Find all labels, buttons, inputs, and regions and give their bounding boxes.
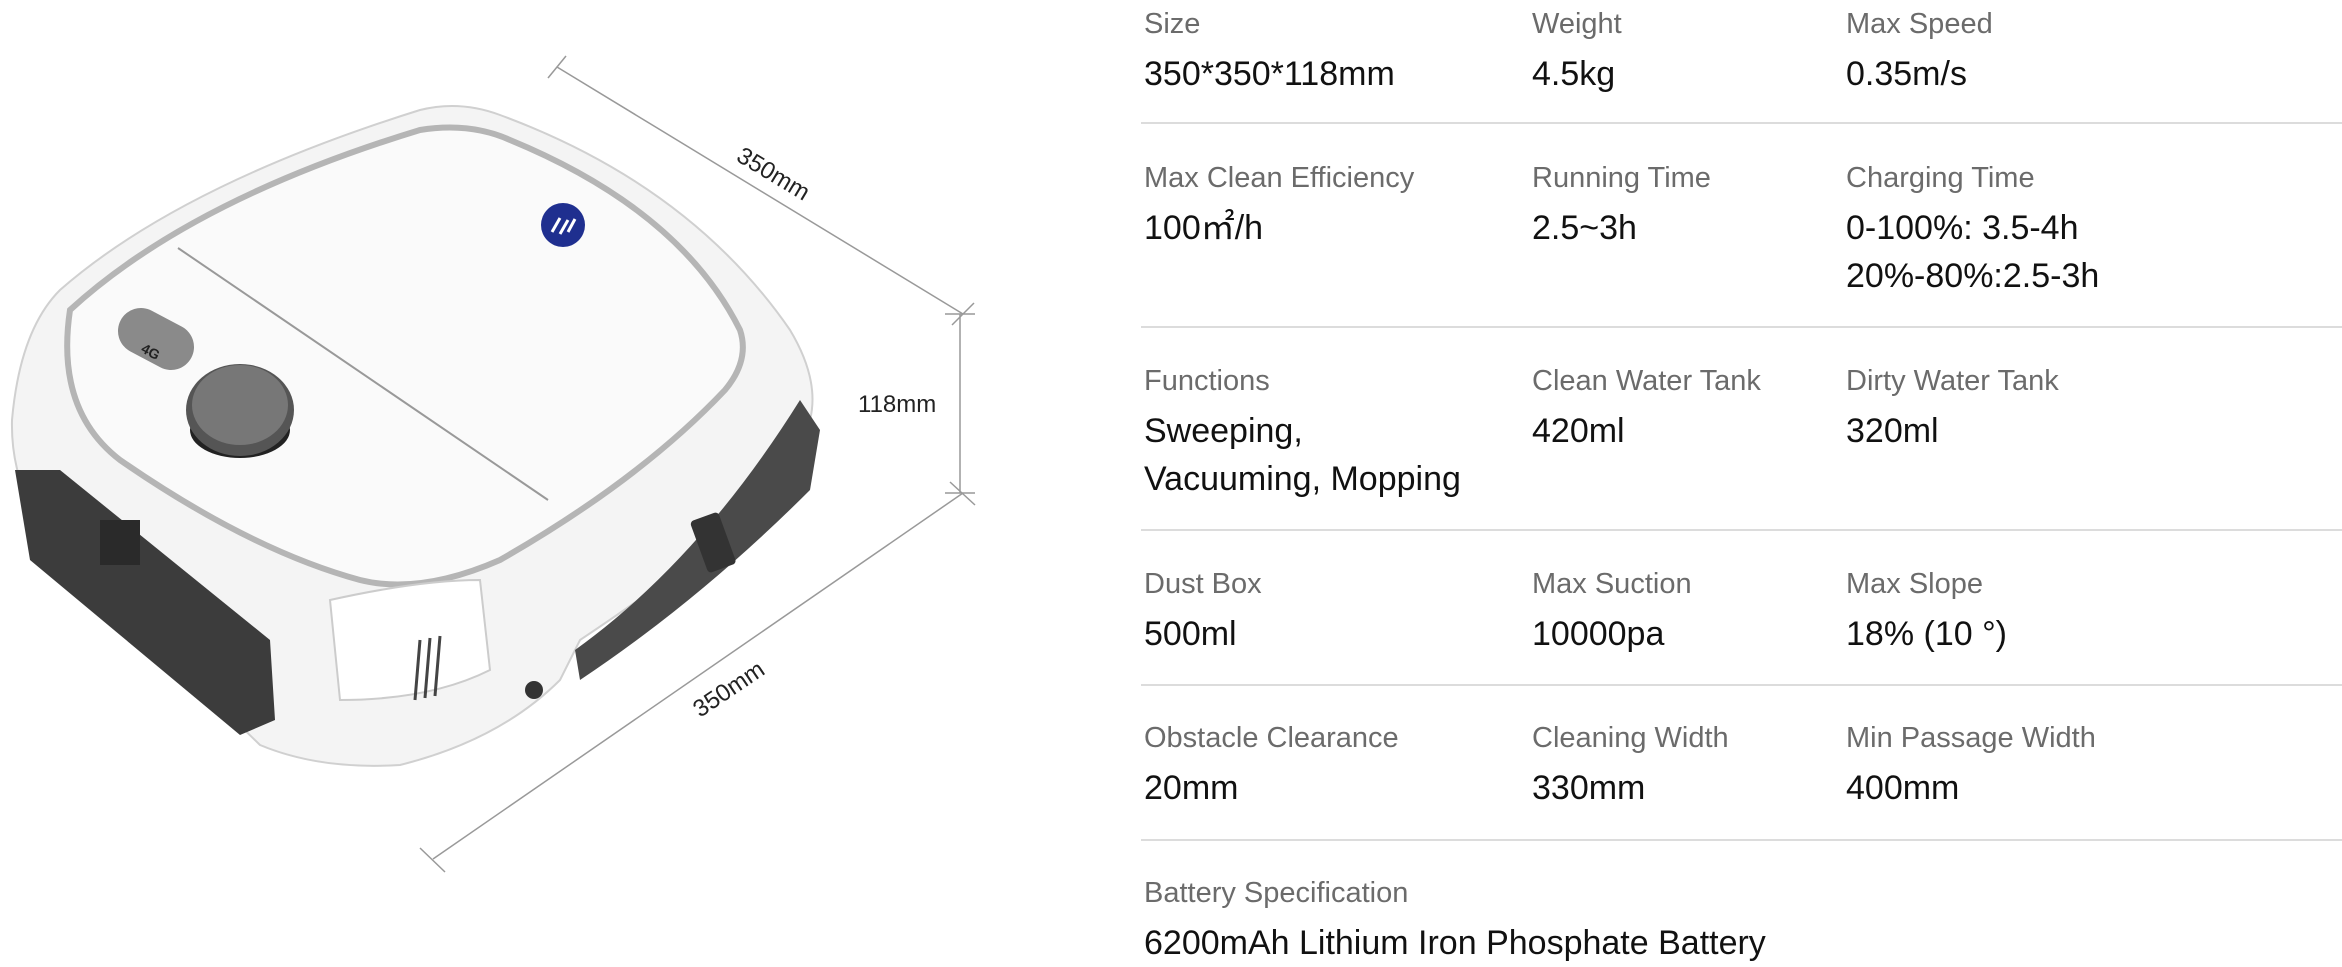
spec-clean-water-tank: Clean Water Tank 420ml	[1532, 363, 1761, 455]
spec-label: Max Clean Efficiency	[1144, 162, 1415, 194]
spec-weight: Weight 4.5kg	[1532, 6, 1622, 98]
dimension-length-label: 350mm	[732, 142, 815, 206]
spec-max-suction: Max Suction 10000pa	[1532, 566, 1692, 658]
spec-label: Cleaning Width	[1532, 722, 1729, 754]
spec-value-line2: Vacuuming, Mopping	[1144, 460, 1461, 498]
dimension-lines	[419, 55, 976, 873]
spec-value: 6200mAh Lithium Iron Phosphate Battery	[1144, 924, 1766, 962]
spec-label: Dirty Water Tank	[1846, 365, 2059, 397]
spec-label: Weight	[1532, 8, 1622, 40]
spec-value: Sweeping,	[1144, 412, 1303, 450]
spec-label: Max Speed	[1846, 8, 1993, 40]
spec-dirty-water-tank: Dirty Water Tank 320ml	[1846, 363, 2059, 455]
spec-value: 18% (10 °)	[1846, 615, 2008, 653]
robot-body	[10, 105, 820, 767]
spec-max-clean-efficiency: Max Clean Efficiency 100㎡/h	[1144, 160, 1414, 252]
divider	[1141, 122, 2342, 124]
spec-battery: Battery Specification 6200mAh Lithium Iro…	[1144, 875, 1766, 967]
spec-obstacle-clearance: Obstacle Clearance 20mm	[1144, 720, 1399, 812]
divider	[1141, 839, 2342, 841]
spec-charging-time: Charging Time 0-100%: 3.5-4h 20%-80%:2.5-3…	[1846, 160, 2099, 300]
spec-max-speed: Max Speed 0.35m/s	[1846, 6, 1993, 98]
spec-label: Obstacle Clearance	[1144, 722, 1399, 754]
spec-value: 0-100%: 3.5-4h	[1846, 209, 2079, 247]
spec-label: Running Time	[1532, 162, 1711, 194]
spec-label: Size	[1144, 8, 1201, 40]
spec-label: Max Slope	[1846, 568, 1984, 600]
dimension-width-label: 350mm	[688, 656, 769, 723]
spec-value: 20mm	[1144, 769, 1239, 807]
spec-label: Functions	[1144, 365, 1270, 397]
spec-dust-box: Dust Box 500ml	[1144, 566, 1262, 658]
spec-value: 500ml	[1144, 615, 1237, 653]
divider	[1141, 529, 2342, 531]
control-panel: 4G	[117, 308, 195, 370]
spec-label: Max Suction	[1532, 568, 1692, 600]
divider	[1141, 684, 2342, 686]
robot-illustration: 350mm 118mm 350mm 4G	[10, 55, 976, 873]
spec-running-time: Running Time 2.5~3h	[1532, 160, 1711, 252]
spec-label: Battery Specification	[1144, 877, 1409, 909]
spec-value: 330mm	[1532, 769, 1646, 807]
spec-value: 400mm	[1846, 769, 1960, 807]
spec-value: 420ml	[1532, 412, 1625, 450]
spec-value: 100㎡/h	[1144, 209, 1264, 247]
logo-icon	[541, 203, 585, 247]
spec-min-passage-width: Min Passage Width 400mm	[1846, 720, 2096, 812]
spec-value: 320ml	[1846, 412, 1939, 450]
spec-label: Dust Box	[1144, 568, 1262, 600]
spec-value: 2.5~3h	[1532, 209, 1637, 247]
dimension-height-label: 118mm	[858, 391, 936, 418]
spec-max-slope: Max Slope 18% (10 °)	[1846, 566, 2007, 658]
panel-4g-label: 4G	[139, 340, 163, 363]
spec-label: Clean Water Tank	[1532, 365, 1761, 397]
lidar-sensor	[186, 364, 294, 458]
spec-value: 0.35m/s	[1846, 55, 1967, 93]
spec-label: Charging Time	[1846, 162, 2035, 194]
spec-size: Size 350*350*118mm	[1144, 6, 1395, 98]
spec-label: Min Passage Width	[1846, 722, 2096, 754]
spec-value: 10000pa	[1532, 615, 1665, 653]
spec-cleaning-width: Cleaning Width 330mm	[1532, 720, 1729, 812]
spec-value: 4.5kg	[1532, 55, 1616, 93]
divider	[1141, 326, 2342, 328]
spec-value-line2: 20%-80%:2.5-3h	[1846, 257, 2100, 295]
spec-value: 350*350*118mm	[1144, 55, 1395, 93]
